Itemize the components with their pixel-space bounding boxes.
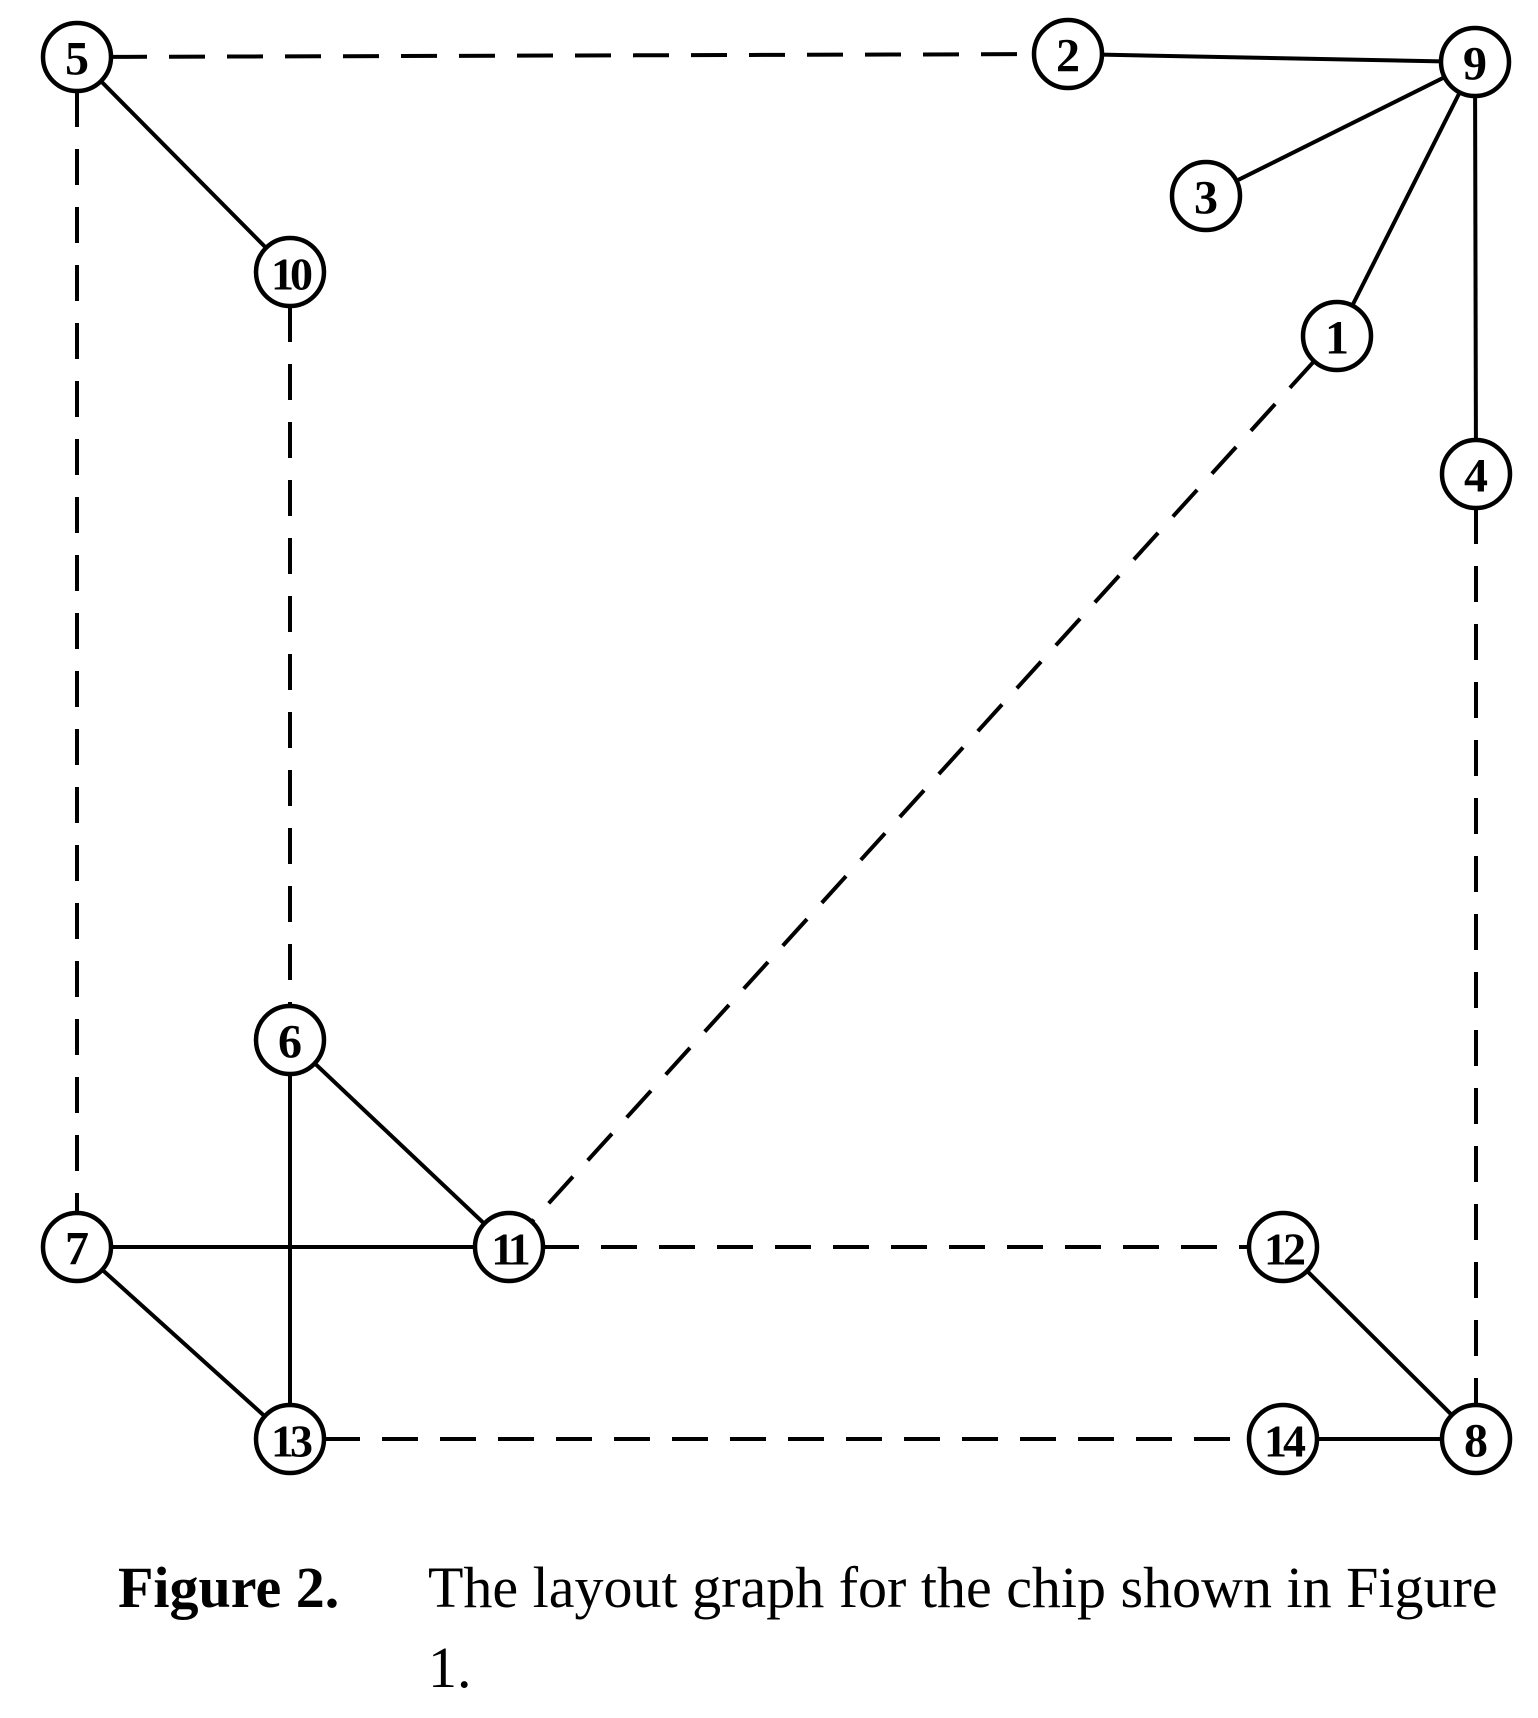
node-circle [1246,1402,1320,1476]
node-5: 5 [40,20,114,94]
node-label: 2 [1056,30,1080,83]
node-circle [1246,1210,1320,1284]
node-label: 14 [1264,1416,1306,1467]
graph-edges [75,52,1478,1441]
node-3: 3 [1169,159,1243,233]
edge-6-11 [313,1061,486,1226]
node-10: 10 [253,235,327,309]
node-circle [1169,159,1243,233]
node-13: 13 [253,1402,327,1476]
node-circle [1300,299,1374,373]
node-circle [40,20,114,94]
node-label: 7 [65,1223,89,1276]
node-14: 14 [1246,1402,1320,1476]
node-circle [253,235,327,309]
node-4: 4 [1439,437,1513,511]
node-label: 11 [491,1224,528,1275]
node-circle [1439,437,1513,511]
edge-5-2 [110,52,1035,59]
node-circle [253,1402,327,1476]
edge-9-4 [1473,95,1478,441]
edge-9-1 [1350,91,1462,307]
node-label: 3 [1194,172,1218,225]
node-circle [1439,1402,1513,1476]
edge-5-10 [99,79,268,250]
node-label: 10 [271,249,312,300]
node-label: 6 [278,1016,302,1069]
node-circle [1031,17,1105,91]
node-label: 1 [1325,312,1349,365]
node-label: 5 [65,33,89,86]
node-1: 1 [1300,299,1374,373]
node-circle [472,1210,546,1284]
node-label: 12 [1264,1224,1305,1275]
node-circle [253,1003,327,1077]
figure-label: Figure 2. [118,1555,340,1620]
figure-caption-text: The layout graph for the chip shown in F… [428,1555,1498,1700]
figure-caption: Figure 2. The layout graph for the chip … [118,1548,1498,1708]
node-circle [1438,25,1512,99]
node-label: 4 [1464,450,1488,503]
node-label: 8 [1464,1415,1488,1468]
node-label: 9 [1463,38,1487,91]
edge-7-13 [100,1268,267,1418]
node-6: 6 [253,1003,327,1077]
node-12: 12 [1246,1210,1320,1284]
edge-9-3 [1235,75,1446,183]
node-label: 13 [271,1416,312,1467]
edge-1-11 [530,359,1316,1224]
node-circle [40,1210,114,1284]
node-2: 2 [1031,17,1105,91]
node-8: 8 [1439,1402,1513,1476]
edge-12-8 [1305,1269,1454,1417]
node-7: 7 [40,1210,114,1284]
node-11: 11 [472,1210,546,1284]
node-9: 9 [1438,25,1512,99]
edge-2-9 [1101,52,1442,64]
